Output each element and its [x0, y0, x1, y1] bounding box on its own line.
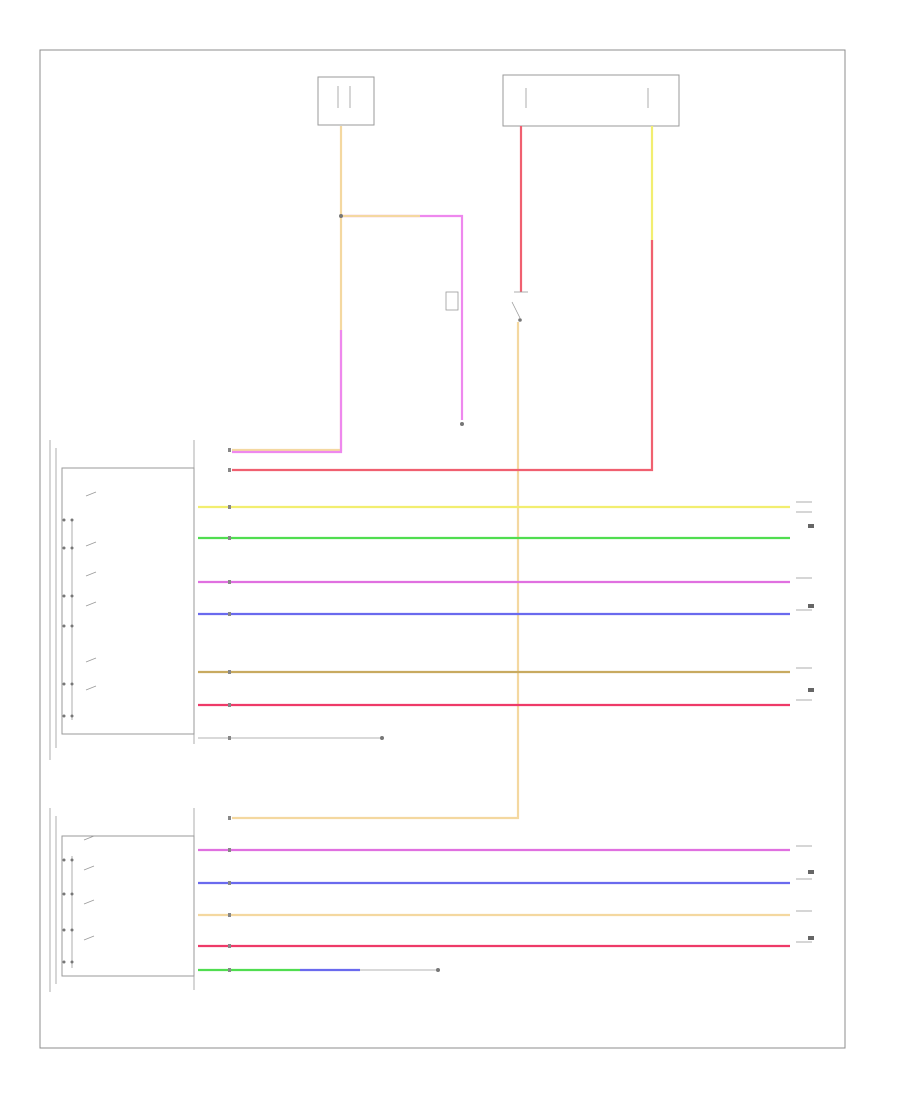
wire-red-fb2-right — [232, 240, 654, 472]
ground-dot — [460, 422, 464, 426]
wire-pink-fb1 — [232, 330, 343, 454]
wire-branch-pink — [341, 214, 464, 420]
motor-symbol — [808, 524, 814, 692]
ground-dot — [380, 736, 384, 740]
wire-peach-relay — [232, 322, 520, 820]
diode-component — [445, 291, 459, 311]
driver-motor-connectors — [796, 501, 812, 701]
fuse-box-2 — [502, 74, 680, 127]
motor-symbol — [808, 870, 814, 940]
passenger-seat-switch — [49, 808, 195, 992]
wire-peach-fb1 — [232, 126, 343, 452]
splice-dot — [339, 214, 343, 218]
driver-seat-switch — [49, 440, 195, 760]
ground-dot — [436, 968, 440, 972]
diagram-frame — [39, 49, 846, 1049]
passenger-motor-connectors — [796, 845, 812, 943]
connector-pins — [228, 448, 231, 972]
fuse-box-1 — [317, 76, 375, 126]
relay-component — [511, 291, 528, 322]
